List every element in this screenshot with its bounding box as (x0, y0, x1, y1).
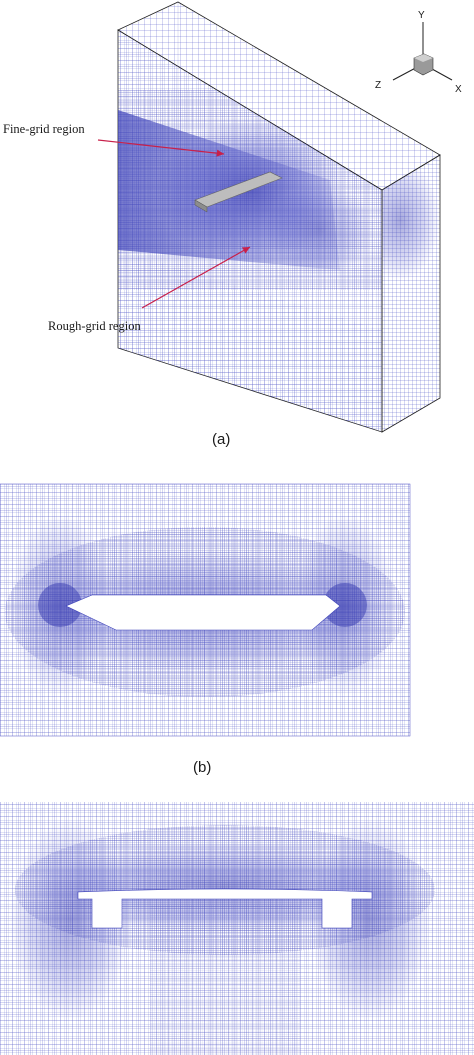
fine-grid-arrow (97, 139, 225, 157)
rough-grid-label: Rough-grid region (48, 319, 141, 333)
caption-a: (a) (212, 431, 230, 448)
deck-section-c (77, 888, 373, 929)
axis-z-label: Z (375, 80, 381, 91)
deck-section-b (65, 594, 341, 631)
fine-grid-label: Fine-grid region (3, 122, 85, 136)
panel-a: Fine-grid region Rough-grid region Y X Z… (0, 1, 462, 448)
axis-x-label: X (455, 84, 462, 95)
axis-y-label: Y (418, 10, 425, 21)
panel-b: (b) (0, 483, 411, 776)
rough-grid-arrow (141, 246, 251, 309)
axis-triad: Y X Z (375, 10, 462, 95)
panel-c (0, 802, 474, 1055)
caption-b: (b) (193, 759, 211, 776)
